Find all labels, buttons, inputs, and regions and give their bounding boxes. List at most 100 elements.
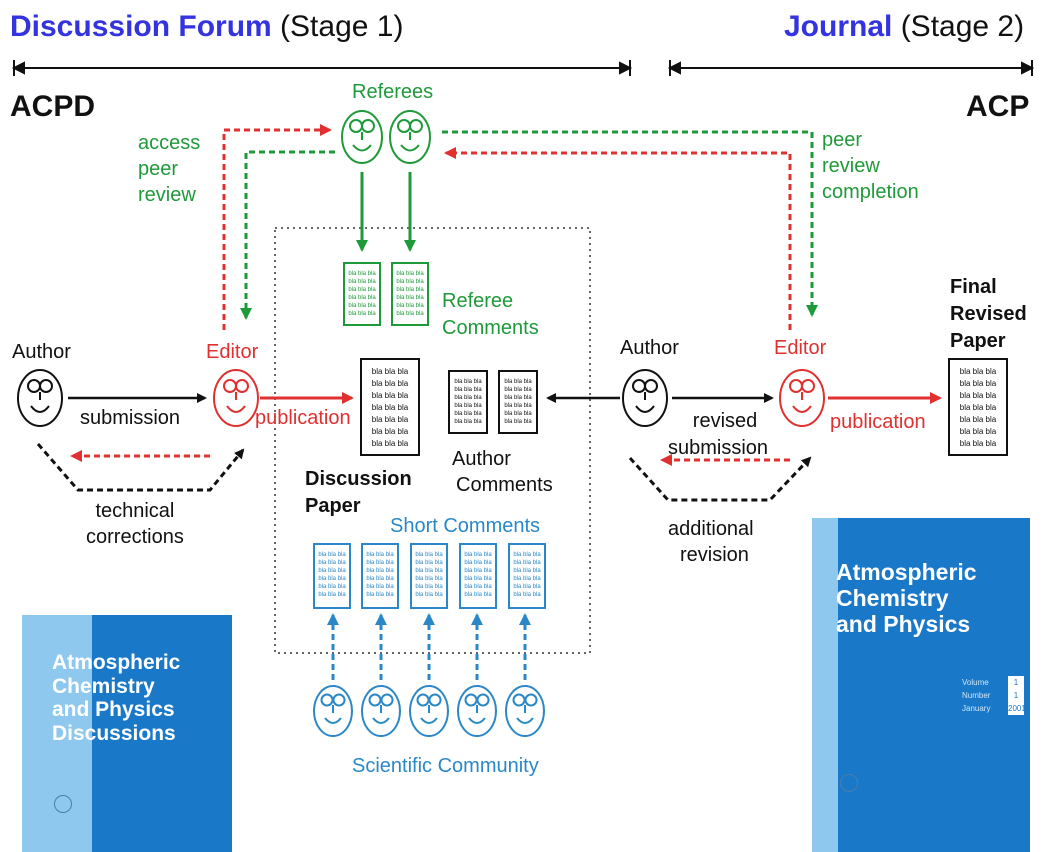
doc-line: bla bla bla — [959, 439, 997, 448]
doc-line: bla bla bla — [366, 584, 394, 590]
publication-right-label: publication — [830, 411, 926, 433]
acp-label: ACP — [966, 90, 1030, 123]
publication-left-label: publication — [255, 407, 351, 429]
doc-line: bla bla bla — [513, 576, 541, 582]
doc-line: bla bla bla — [464, 568, 492, 574]
short-comment-doc-5: bla bla bla bla bla bla bla bla bla bla bla… — [508, 543, 546, 609]
doc-line: bla bla bla — [348, 287, 376, 293]
doc-line: bla bla bla — [504, 387, 532, 393]
doc-line: bla bla bla — [959, 427, 997, 436]
doc-line: bla bla bla — [318, 576, 346, 582]
doc-line: bla bla bla — [513, 592, 541, 598]
author-right-label: Author — [620, 337, 679, 359]
stage2-suffix: (Stage 2) — [892, 10, 1025, 43]
cover-light-band — [22, 615, 92, 852]
doc-line: bla bla bla — [959, 367, 997, 376]
stage1-name: Discussion Forum — [10, 10, 272, 43]
doc-line: bla bla bla — [513, 584, 541, 590]
acpd-label: ACPD — [10, 90, 96, 123]
community-face-icons — [313, 685, 545, 737]
doc-line: bla bla bla — [959, 415, 997, 424]
doc-line: bla bla bla — [396, 295, 424, 301]
doc-line: bla bla bla — [396, 271, 424, 277]
doc-line: bla bla bla — [454, 379, 482, 385]
editor-right-face-icon — [779, 369, 825, 427]
doc-line: bla bla bla — [396, 303, 424, 309]
short-comments-label: Short Comments — [390, 515, 541, 537]
doc-line: bla bla bla — [454, 419, 482, 425]
doc-line: bla bla bla — [464, 592, 492, 598]
technical-loop-black — [36, 443, 245, 492]
doc-line: bla bla bla — [396, 287, 424, 293]
referees-label: Referees — [352, 81, 434, 103]
additional-loop-black — [628, 456, 812, 502]
acpd-cover-title: Atmospheric Chemistry and Physics Discus… — [52, 651, 181, 745]
doc-line: bla bla bla — [415, 592, 443, 598]
stage1-span — [11, 60, 633, 76]
doc-line: bla bla bla — [366, 576, 394, 582]
stage1-heading: Discussion Forum (Stage 1) — [10, 12, 403, 42]
discussion-paper-doc: bla bla bla bla bla bla bla bla bla bla bla… — [360, 358, 420, 456]
author-left-label: Author — [12, 341, 71, 363]
editor-right-label: Editor — [774, 337, 827, 359]
access-loop-red — [222, 124, 332, 330]
doc-line: bla bla bla — [513, 560, 541, 566]
doc-line: bla bla bla — [454, 411, 482, 417]
editor-left-face-icon — [213, 369, 259, 427]
stage2-span — [667, 60, 1035, 76]
doc-line: bla bla bla — [371, 379, 409, 388]
doc-line: bla bla bla — [415, 576, 443, 582]
doc-line: bla bla bla — [464, 560, 492, 566]
doc-line: bla bla bla — [959, 403, 997, 412]
referee-comment-doc-2: bla bla bla bla bla bla bla bla bla bla bla… — [391, 262, 429, 326]
doc-line: bla bla bla — [464, 584, 492, 590]
short-comment-doc-4: bla bla bla bla bla bla bla bla bla bla bla… — [459, 543, 497, 609]
doc-line: bla bla bla — [318, 592, 346, 598]
doc-line: bla bla bla — [464, 552, 492, 558]
acpd-journal-cover: Atmospheric Chemistry and Physics Discus… — [22, 615, 232, 852]
stage2-heading: Journal (Stage 2) — [784, 12, 1024, 42]
doc-line: bla bla bla — [464, 576, 492, 582]
doc-line: bla bla bla — [454, 403, 482, 409]
doc-line: bla bla bla — [366, 568, 394, 574]
acp-cover-title: Atmospheric Chemistry and Physics — [836, 559, 977, 637]
doc-line: bla bla bla — [504, 395, 532, 401]
doc-line: bla bla bla — [348, 271, 376, 277]
author-right-face-icon — [622, 369, 668, 427]
doc-line: bla bla bla — [348, 295, 376, 301]
doc-line: bla bla bla — [513, 568, 541, 574]
editor-left-label: Editor — [206, 341, 259, 363]
doc-line: bla bla bla — [348, 303, 376, 309]
doc-line: bla bla bla — [371, 427, 409, 436]
doc-line: bla bla bla — [366, 560, 394, 566]
cover-logo-icon — [840, 774, 858, 792]
doc-line: bla bla bla — [371, 391, 409, 400]
doc-line: bla bla bla — [348, 311, 376, 317]
author-comment-doc-1: bla bla bla bla bla bla bla bla bla bla bla… — [448, 370, 488, 434]
doc-line: bla bla bla — [371, 415, 409, 424]
doc-line: bla bla bla — [348, 279, 376, 285]
cover-logo-icon — [54, 795, 72, 813]
doc-line: bla bla bla — [415, 560, 443, 566]
completion-loop-green — [442, 130, 818, 317]
cover-light-band — [812, 518, 838, 852]
stage1-suffix: (Stage 1) — [271, 10, 404, 43]
referee-face-icon-2 — [389, 110, 431, 164]
doc-line: bla bla bla — [366, 552, 394, 558]
discussion-box — [274, 227, 591, 654]
author-left-face-icon — [17, 369, 63, 427]
doc-line: bla bla bla — [318, 552, 346, 558]
doc-line: bla bla bla — [513, 552, 541, 558]
scientific-community-label: Scientific Community — [352, 755, 539, 777]
